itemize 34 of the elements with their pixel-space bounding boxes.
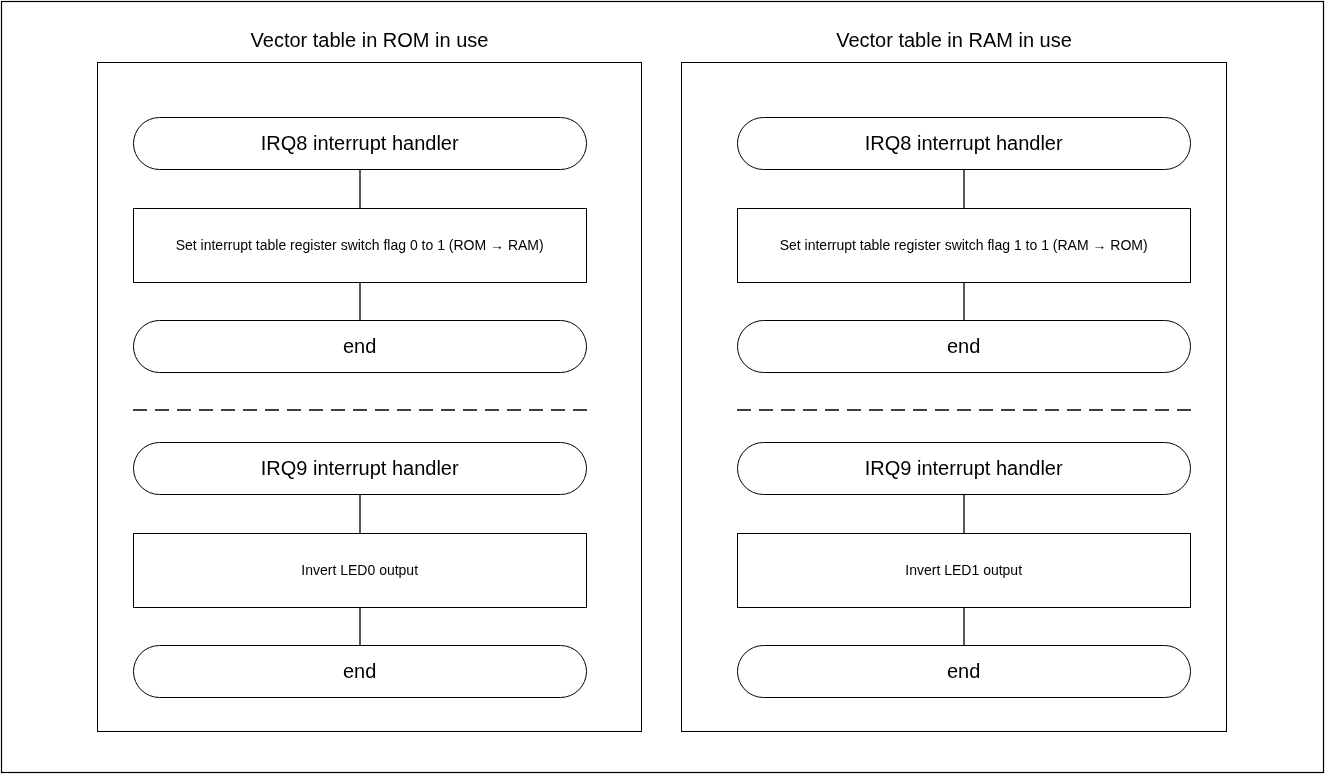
connector-line — [963, 494, 965, 534]
process-box — [736, 207, 1191, 283]
terminal-label: end — [946, 659, 982, 683]
terminal-shape — [736, 319, 1191, 373]
terminal-shape — [132, 319, 587, 373]
connector-line — [963, 169, 965, 209]
connector-line — [963, 282, 965, 321]
connector-line — [963, 607, 965, 646]
terminal-label: IRQ9 interrupt handler — [863, 456, 1064, 480]
process-label: Invert LED0 output — [300, 561, 420, 579]
process-box — [132, 532, 587, 608]
process-box — [736, 532, 1191, 608]
terminal-shape — [736, 644, 1191, 698]
panel-heading: Vector table in ROM in use — [249, 29, 490, 52]
connector-line — [359, 282, 361, 321]
connector-line — [359, 607, 361, 646]
process-label: Set interrupt table register switch flag 0 to 1 (ROM → RAM) — [174, 236, 545, 254]
process-box — [132, 207, 587, 283]
connector-line — [359, 494, 361, 534]
terminal-shape — [132, 116, 587, 170]
panel-heading: Vector table in RAM in use — [835, 29, 1073, 52]
process-label: Invert LED1 output — [904, 561, 1024, 579]
terminal-label: IRQ9 interrupt handler — [259, 456, 460, 480]
terminal-shape — [736, 116, 1191, 170]
terminal-label: end — [342, 659, 378, 683]
terminal-label: end — [342, 334, 378, 358]
terminal-shape — [132, 441, 587, 495]
terminal-shape — [736, 441, 1191, 495]
terminal-shape — [132, 644, 587, 698]
terminal-label: end — [946, 334, 982, 358]
terminal-label: IRQ8 interrupt handler — [259, 131, 460, 155]
connector-line — [359, 169, 361, 209]
terminal-label: IRQ8 interrupt handler — [863, 131, 1064, 155]
process-label: Set interrupt table register switch flag 1 to 1 (RAM → ROM) — [778, 236, 1149, 254]
